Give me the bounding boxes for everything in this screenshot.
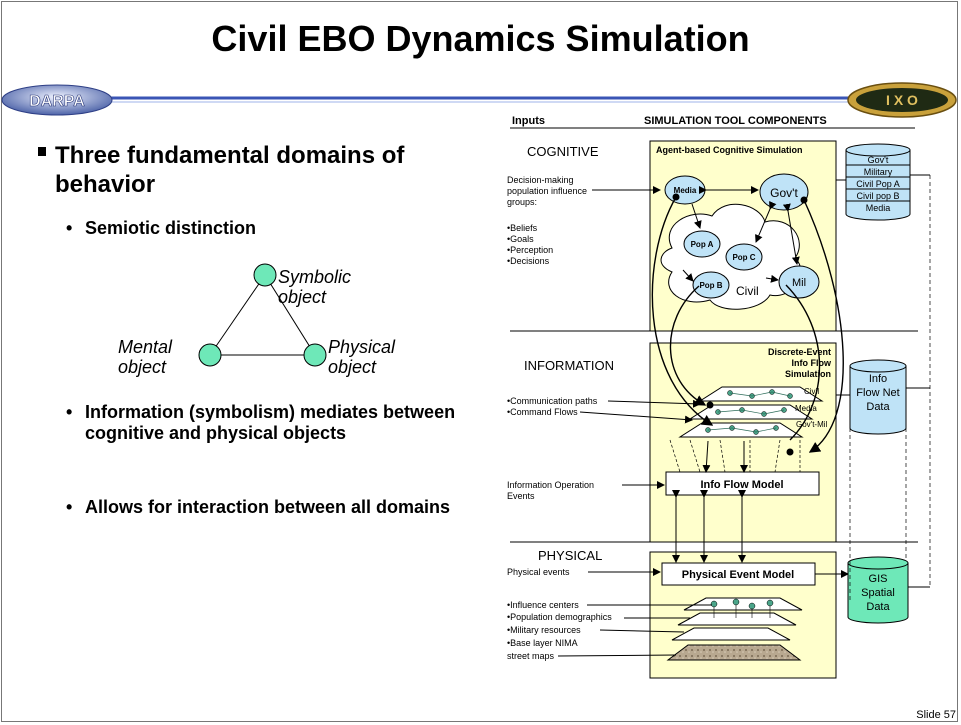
svg-text:Flow Net: Flow Net: [856, 387, 899, 399]
svg-text:Info Flow Model: Info Flow Model: [700, 479, 783, 491]
sub-bullet-3-text: Allows for interaction between all domai…: [85, 497, 451, 517]
svg-text:Pop B: Pop B: [699, 281, 722, 290]
sub-bullet-3: • Allows for interaction between all dom…: [66, 497, 480, 518]
slide-number: Slide 57: [916, 709, 956, 721]
svg-text:Events: Events: [507, 491, 535, 501]
svg-text:Media: Media: [866, 203, 891, 213]
info-db: Info Flow Net Data: [849, 359, 907, 435]
sub-bullet-2-text: Information (symbolism) mediates between…: [85, 402, 456, 443]
svg-text:•Influence centers: •Influence centers: [507, 600, 579, 610]
svg-text:DARPA: DARPA: [29, 93, 85, 110]
symbolic-object-label: Symbolic object: [278, 267, 352, 307]
svg-text:Civil Pop A: Civil Pop A: [856, 179, 900, 189]
svg-text:•Perception: •Perception: [507, 245, 553, 255]
svg-text:Media: Media: [674, 186, 697, 195]
physical-node: [303, 343, 327, 367]
svg-text:Media: Media: [795, 404, 817, 413]
svg-text:Info Flow: Info Flow: [792, 358, 832, 368]
svg-text:PHYSICAL: PHYSICAL: [538, 548, 602, 563]
svg-text:•Base layer NIMA: •Base layer NIMA: [507, 638, 578, 648]
dot-bullet-icon: •: [66, 497, 73, 517]
svg-text:Discrete-Event: Discrete-Event: [768, 347, 831, 357]
dot-bullet-icon: •: [66, 218, 73, 238]
svg-text:street maps: street maps: [507, 651, 555, 661]
svg-text:population influence: population influence: [507, 186, 587, 196]
svg-text:•Goals: •Goals: [507, 234, 534, 244]
svg-text:•Communication paths: •Communication paths: [507, 396, 598, 406]
mental-object-label: Mental object: [118, 337, 173, 377]
mental-node: [198, 343, 222, 367]
svg-text:GIS: GIS: [869, 573, 888, 585]
svg-text:I X O: I X O: [886, 92, 918, 108]
svg-text:Data: Data: [866, 401, 890, 413]
main-bullet: Three fundamental domains of behavior: [38, 141, 475, 199]
square-bullet-icon: [38, 147, 46, 156]
darpa-logo: DARPA: [1, 84, 113, 116]
physical-object-label: Physical object: [328, 337, 396, 377]
svg-text:SIMULATION TOOL COMPONENTS: SIMULATION TOOL COMPONENTS: [644, 115, 827, 127]
svg-text:COGNITIVE: COGNITIVE: [527, 144, 599, 159]
dot-bullet-icon: •: [66, 402, 73, 422]
svg-text:Gov't: Gov't: [770, 186, 798, 200]
ixo-logo: I X O: [846, 82, 958, 118]
svg-text:INFORMATION: INFORMATION: [524, 358, 614, 373]
sub-bullet-1: • Semiotic distinction: [66, 218, 485, 239]
svg-text:Inputs: Inputs: [512, 115, 545, 127]
svg-text:Decision-making: Decision-making: [507, 175, 574, 185]
svg-text:•Population demographics: •Population demographics: [507, 612, 612, 622]
slide-title: Civil EBO Dynamics Simulation: [211, 18, 750, 59]
svg-text:•Decisions: •Decisions: [507, 256, 550, 266]
svg-text:Data: Data: [866, 601, 890, 613]
svg-text:Information Operation: Information Operation: [507, 480, 594, 490]
svg-text:groups:: groups:: [507, 197, 537, 207]
svg-text:•Military resources: •Military resources: [507, 625, 581, 635]
symbolic-node: [253, 263, 277, 287]
svg-text:Pop C: Pop C: [732, 253, 755, 262]
svg-text:Civil: Civil: [736, 284, 759, 298]
svg-text:Pop A: Pop A: [691, 240, 714, 249]
semiotic-triangle: [198, 263, 327, 367]
svg-text:•Command Flows: •Command Flows: [507, 407, 578, 417]
svg-text:Gov't: Gov't: [868, 155, 889, 165]
svg-text:Mil: Mil: [792, 277, 806, 289]
svg-text:Info: Info: [869, 373, 887, 385]
svg-text:Civil pop B: Civil pop B: [856, 191, 899, 201]
svg-text:Agent-based Cognitive Simulati: Agent-based Cognitive Simulation: [656, 145, 803, 155]
sub-bullet-2: • Information (symbolism) mediates betwe…: [66, 402, 480, 444]
header-rule: [100, 96, 860, 103]
simulation-diagram: Inputs SIMULATION TOOL COMPONENTS COGNIT…: [507, 115, 931, 679]
svg-text:•Beliefs: •Beliefs: [507, 223, 538, 233]
svg-text:Military: Military: [864, 167, 893, 177]
svg-text:Gov't-Mil: Gov't-Mil: [796, 420, 828, 429]
gis-db: GIS Spatial Data: [847, 556, 909, 624]
sub-bullet-1-text: Semiotic distinction: [85, 218, 257, 238]
svg-text:Civil: Civil: [804, 387, 819, 396]
cognitive-db: Gov't Military Civil Pop A Civil pop B M…: [845, 143, 911, 221]
svg-text:Simulation: Simulation: [785, 369, 831, 379]
svg-text:Physical Event Model: Physical Event Model: [682, 569, 794, 581]
svg-text:Physical events: Physical events: [507, 567, 570, 577]
svg-text:Spatial: Spatial: [861, 587, 895, 599]
main-bullet-text: Three fundamental domains of behavior: [55, 142, 405, 198]
